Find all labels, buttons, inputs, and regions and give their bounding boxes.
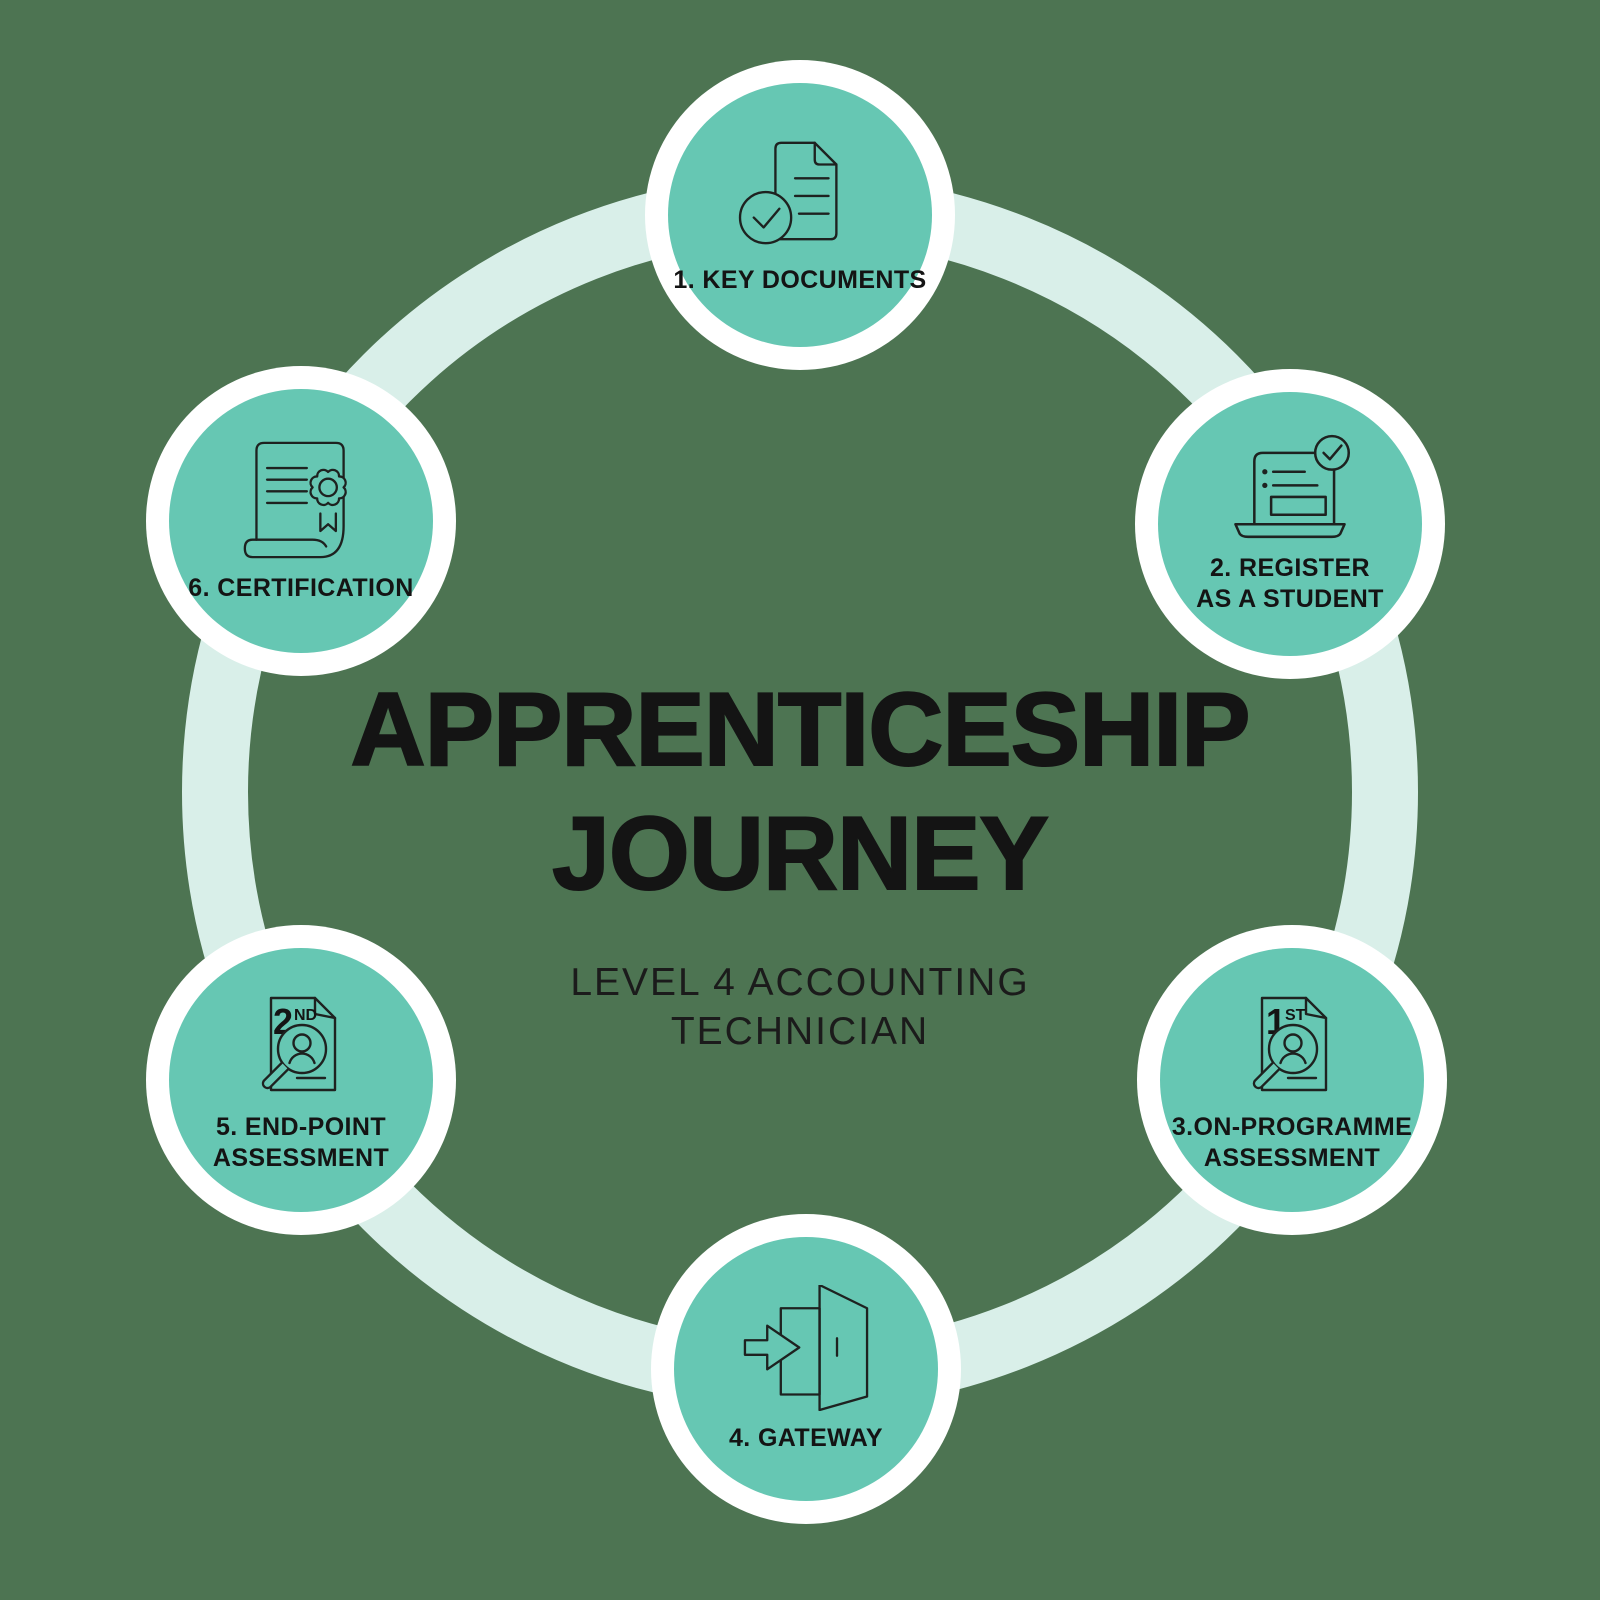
step-label: 6. CERTIFICATION — [188, 573, 413, 604]
door-arrow-icon — [743, 1284, 869, 1411]
certificate-rosette-icon — [243, 441, 347, 558]
step-label-line1: 5. END-POINT — [215, 1113, 387, 1141]
laptop-check-icon — [1234, 434, 1351, 538]
diagram-subtitle: LEVEL 4 ACCOUNTING TECHNICIAN — [0, 958, 1600, 1056]
center-text: APPRENTICESHIP JOURNEY LEVEL 4 ACCOUNTIN… — [0, 668, 1600, 1056]
step-node-3-on-programme-assessment: 1 ST 3.ON-PROGRAMME ASSESSMENT — [1137, 925, 1447, 1235]
step-label: 3.ON-PROGRAMME ASSESSMENT — [1172, 1112, 1412, 1174]
badge-ordinal: ND — [294, 1007, 317, 1024]
subtitle-line2: TECHNICIAN — [670, 1010, 930, 1053]
title-line1: APPRENTICESHIP — [349, 671, 1251, 789]
step-label: 2. REGISTER AS A STUDENT — [1196, 553, 1384, 615]
step-label-line2: ASSESSMENT — [212, 1144, 390, 1172]
step-node-4-gateway: 4. GATEWAY — [651, 1214, 961, 1524]
step-label: 5. END-POINT ASSESSMENT — [213, 1112, 389, 1174]
step-circle: 4. GATEWAY — [674, 1237, 938, 1501]
step-node-1-key-documents: 1. KEY DOCUMENTS — [645, 60, 955, 370]
step-label-line1: 2. REGISTER — [1210, 553, 1370, 582]
step-circle: 1. KEY DOCUMENTS — [668, 83, 932, 347]
step-label-line1: 4. GATEWAY — [728, 1423, 884, 1452]
document-check-icon — [738, 141, 838, 244]
title-line2: JOURNEY — [551, 795, 1050, 913]
magnifier-person-document-icon: 1 ST — [1252, 996, 1328, 1092]
step-label: 4. GATEWAY — [729, 1423, 883, 1454]
step-label: 1. KEY DOCUMENTS — [673, 265, 926, 296]
step-label-line2: AS A STUDENT — [1196, 584, 1384, 613]
subtitle-line1: LEVEL 4 ACCOUNTING — [570, 961, 1030, 1004]
step-circle: 1 ST 3.ON-PROGRAMME ASSESSMENT — [1160, 948, 1424, 1212]
step-node-2-register: 2. REGISTER AS A STUDENT — [1135, 369, 1445, 679]
step-circle: 6. CERTIFICATION — [169, 389, 433, 653]
step-label-line2: ASSESSMENT — [1203, 1144, 1381, 1172]
step-circle: 2. REGISTER AS A STUDENT — [1158, 392, 1422, 656]
step-node-5-end-point-assessment: 2 ND 5. END-POINT ASSESSMENT — [146, 925, 456, 1235]
step-node-6-certification: 6. CERTIFICATION — [146, 366, 456, 676]
badge-ordinal: ST — [1285, 1007, 1306, 1024]
diagram-title: APPRENTICESHIP JOURNEY — [0, 668, 1600, 916]
step-label-line1: 1. KEY DOCUMENTS — [673, 265, 927, 294]
magnifier-person-document-icon: 2 ND — [261, 996, 337, 1092]
step-circle: 2 ND 5. END-POINT ASSESSMENT — [169, 948, 433, 1212]
step-label-line1: 6. CERTIFICATION — [188, 573, 414, 602]
step-label-line1: 3.ON-PROGRAMME — [1171, 1113, 1413, 1141]
